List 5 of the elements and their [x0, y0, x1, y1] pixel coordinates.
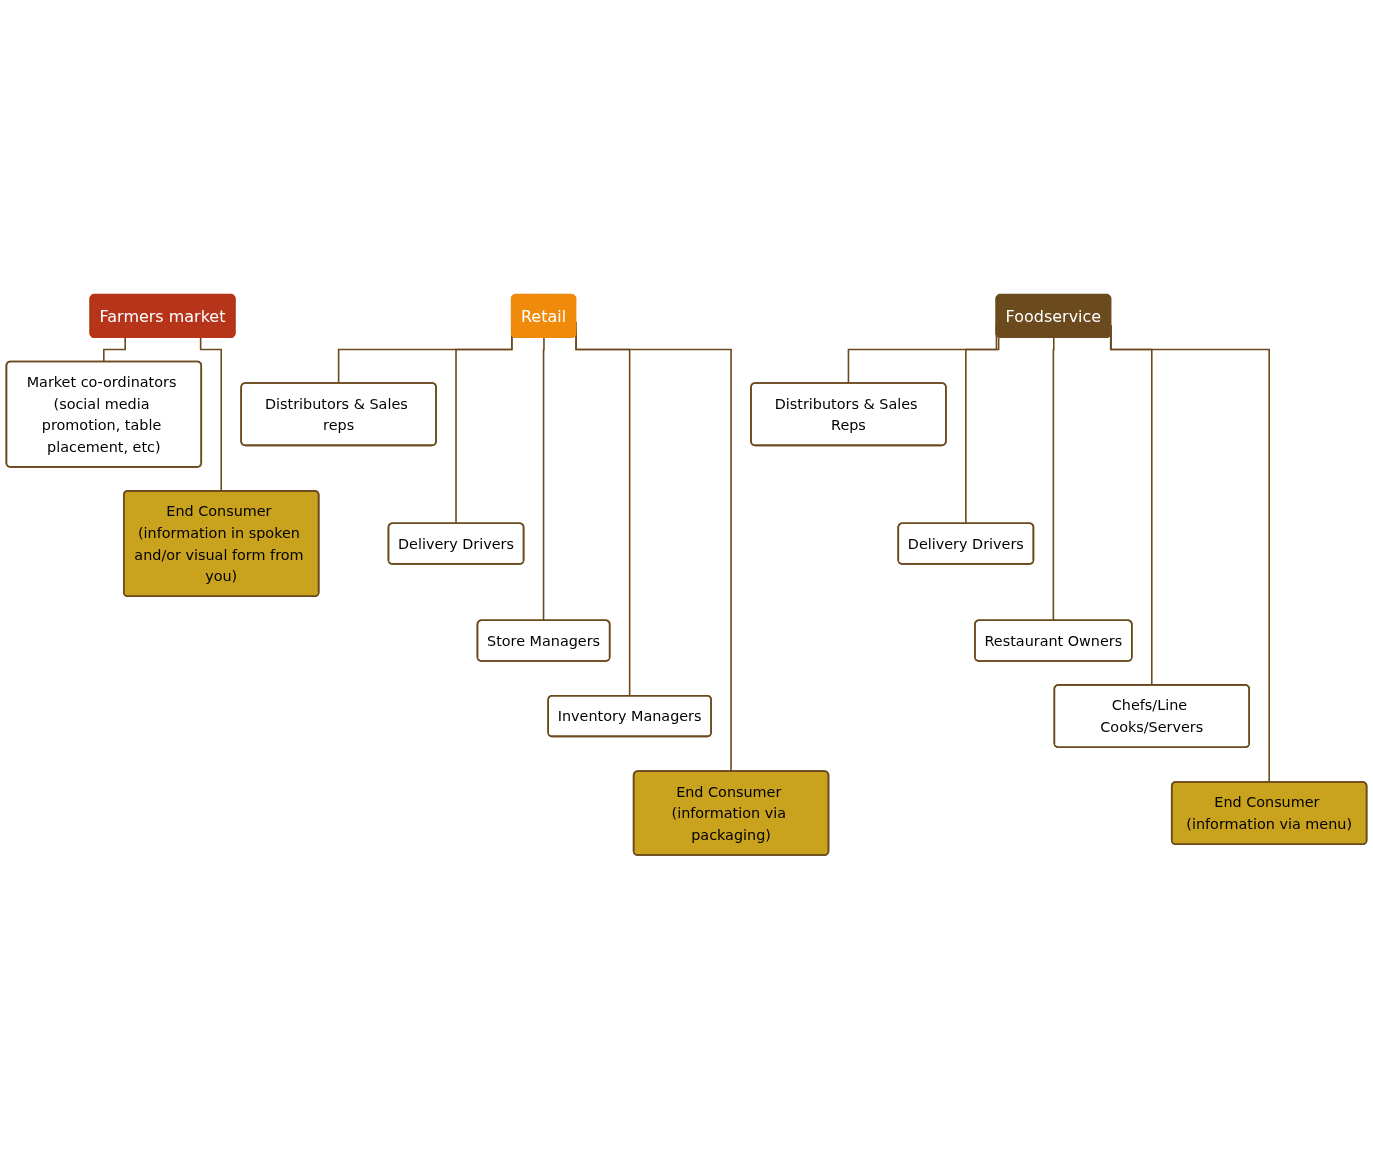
- connector: [542, 337, 545, 622]
- connector: [199, 337, 223, 493]
- connector: [1052, 337, 1055, 622]
- connector: [103, 337, 126, 363]
- connector: [965, 336, 1000, 525]
